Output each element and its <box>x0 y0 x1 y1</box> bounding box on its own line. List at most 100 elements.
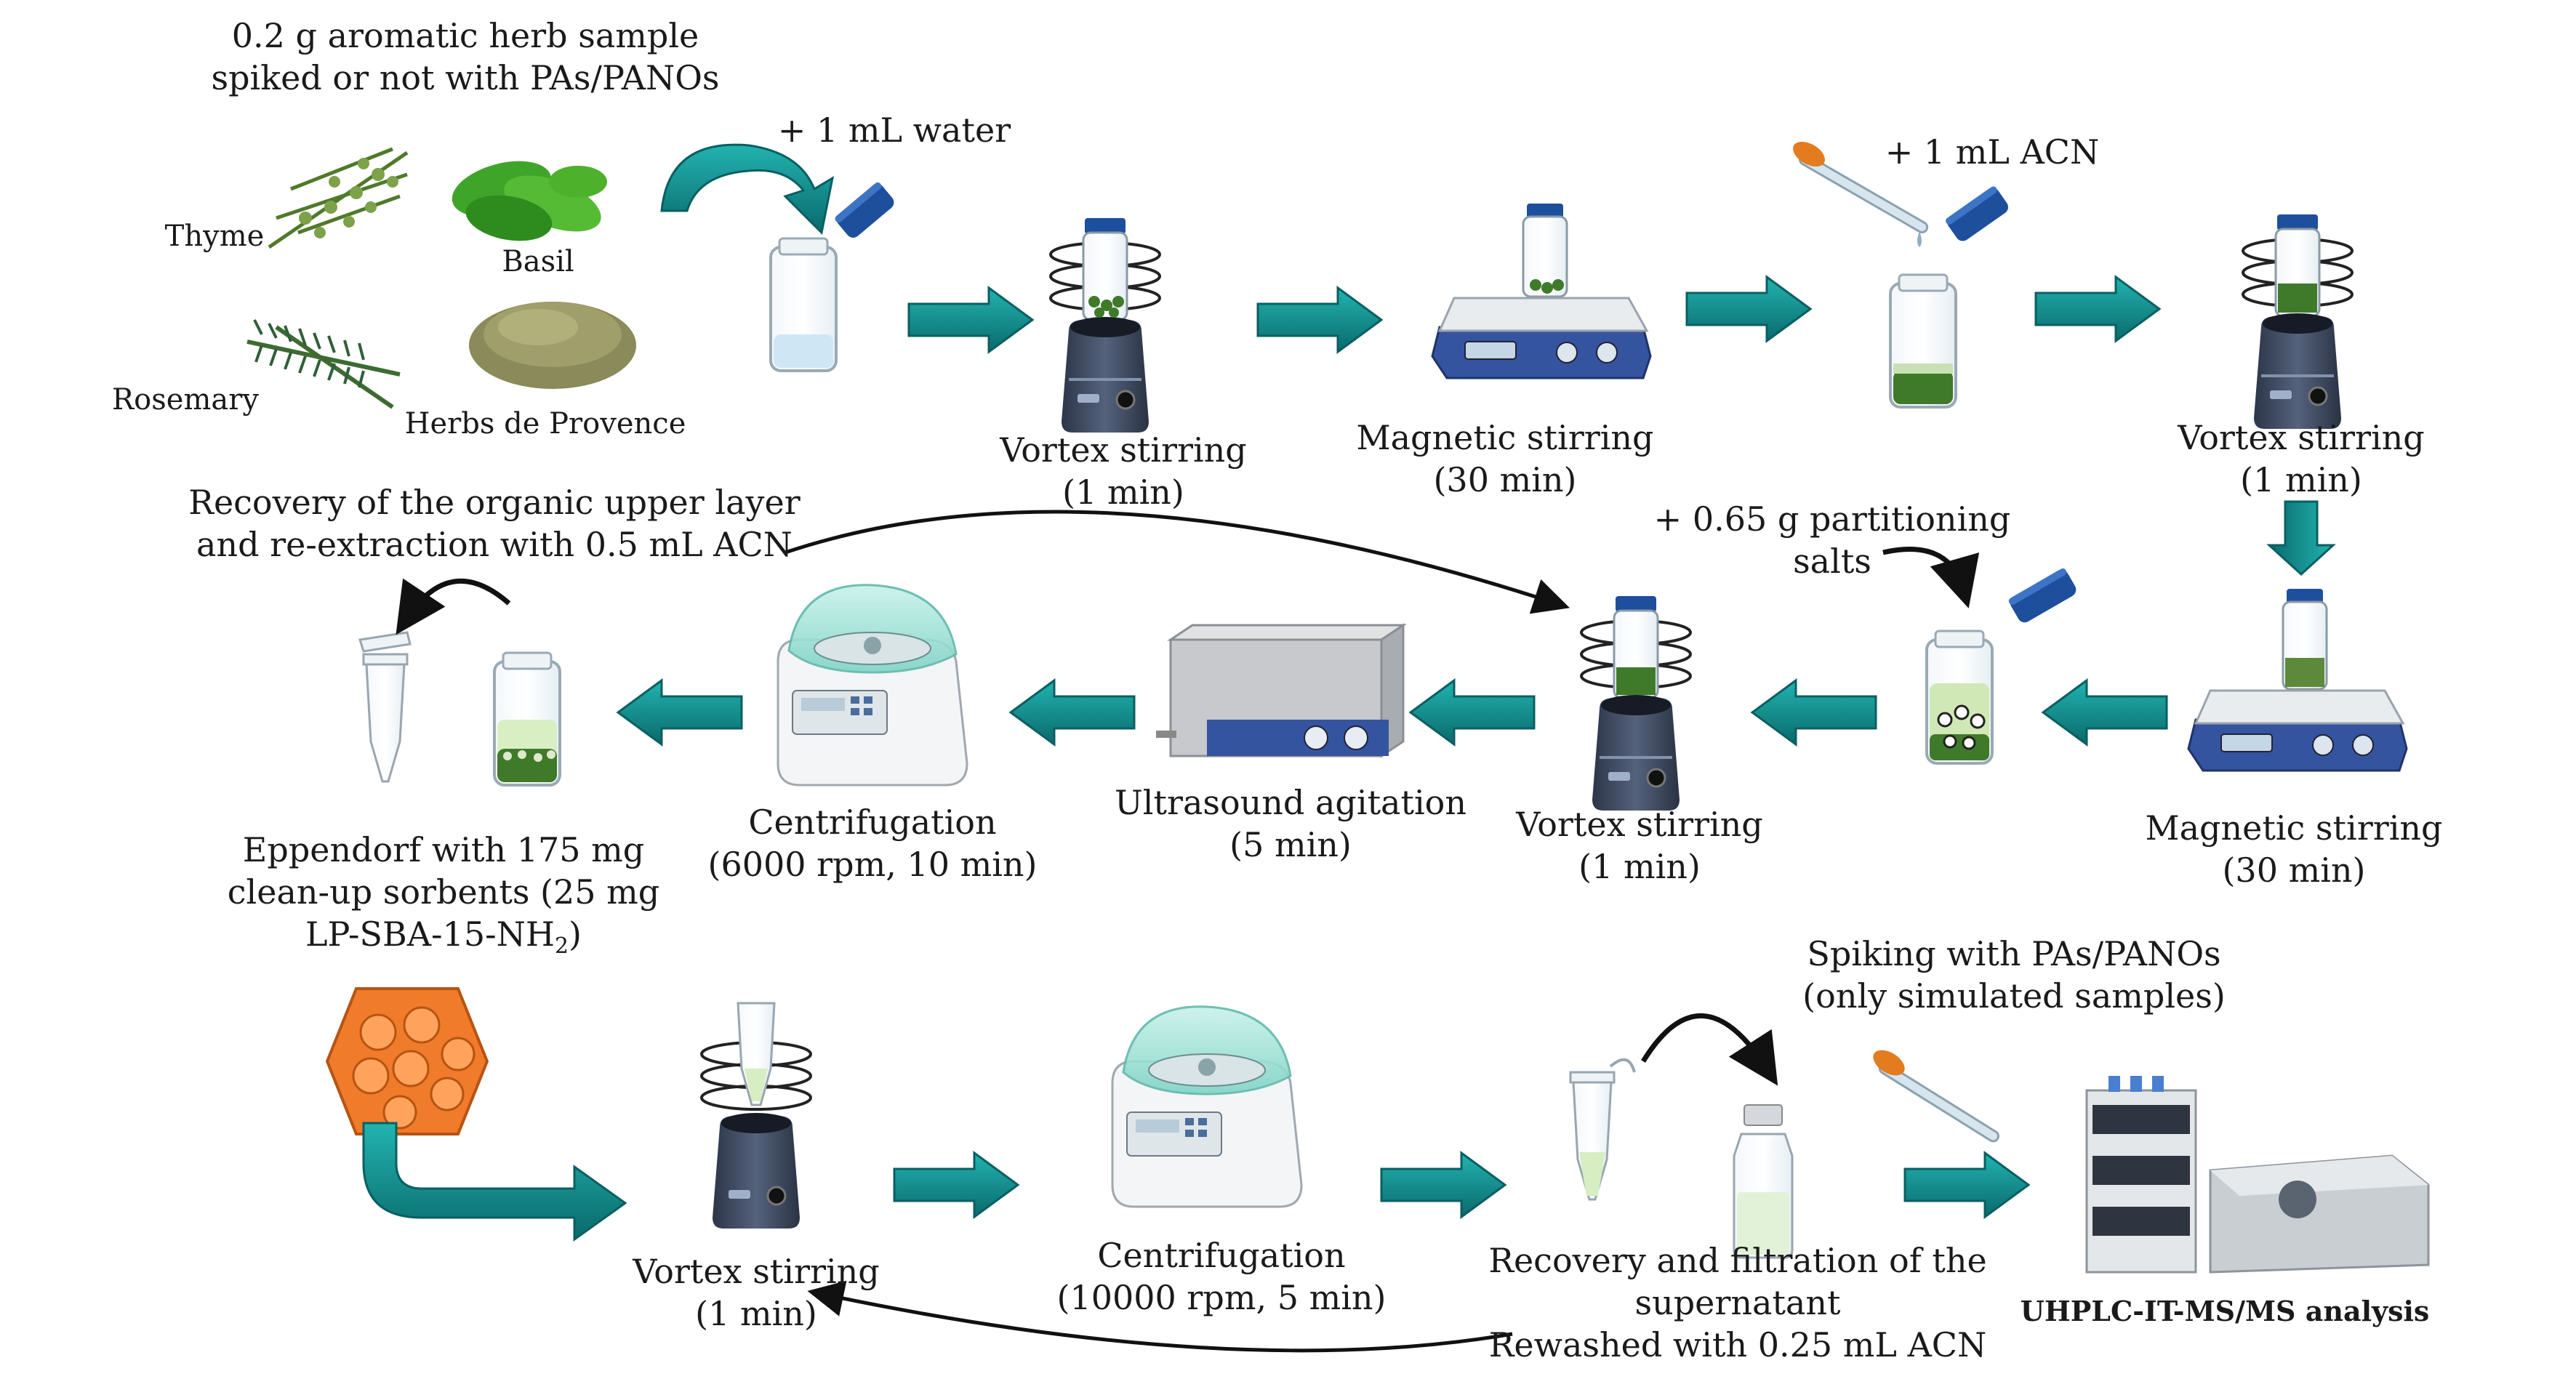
herb-label-basil: Basil <box>502 245 574 278</box>
step-filtration: Recovery and filtration of the supernata… <box>1488 1239 1986 1366</box>
cap-icon-2 <box>1946 186 2008 241</box>
vortex-mixer-2 <box>2242 213 2354 430</box>
step-recovery-line2: and re-extraction with 0.5 mL ACN <box>196 525 793 564</box>
intro-line2: spiked or not with PAs/PANOs <box>211 58 720 97</box>
rosemary-image <box>246 319 401 409</box>
step-spiking-line2: (only simulated samples) <box>1802 976 2226 1016</box>
arrow-down <box>2266 500 2336 576</box>
step-centrifugation-2-detail: (10000 rpm, 5 min) <box>1056 1278 1387 1317</box>
jar-with-acn <box>1889 273 1957 409</box>
analysis-label: UHPLC-IT-MS/MS analysis <box>2020 1295 2430 1327</box>
curved-arrow-transfer <box>396 578 511 635</box>
eppendorf-line3-sub: 2 <box>555 933 569 960</box>
vortex-mixer-4 <box>700 1002 812 1229</box>
step-centrifugation-1-title: Centrifugation <box>748 803 997 842</box>
curved-arrow-rewash <box>807 1280 1513 1353</box>
herbs-de-provence-image <box>469 302 636 389</box>
vial <box>1733 1104 1794 1259</box>
step-magnetic-2-title: Magnetic stirring <box>2145 808 2443 848</box>
arrow-step-9 <box>1009 679 1136 746</box>
step-vortex-1: Vortex stirring (1 min) <box>1000 429 1247 513</box>
eppendorf-2 <box>1569 1058 1636 1201</box>
jar-with-water <box>769 237 838 372</box>
pipette-icon <box>1793 141 1929 247</box>
curved-arrow-filtration <box>1641 1013 1778 1086</box>
step-ultrasound: Ultrasound agitation (5 min) <box>1115 781 1466 866</box>
vortex-mixer-1 <box>1049 217 1161 434</box>
arrow-step-2 <box>1256 286 1383 353</box>
step-ultrasound-detail: (5 min) <box>1229 825 1352 864</box>
step-magnetic-1-title: Magnetic stirring <box>1356 418 1654 457</box>
arrow-step-1 <box>907 286 1034 353</box>
arrow-step-4 <box>2034 276 2161 342</box>
step-vortex-3: Vortex stirring (1 min) <box>1516 803 1763 888</box>
basil-image <box>452 161 607 241</box>
step-spiking: Spiking with PAs/PANOs (only simulated s… <box>1802 933 2226 1017</box>
step-vortex-2-detail: (1 min) <box>2240 460 2362 499</box>
magnetic-stirrer-2 <box>2187 589 2408 772</box>
arrow-step-10 <box>617 679 743 746</box>
eppendorf-line3-end: ) <box>569 914 582 954</box>
step-centrifugation-1: Centrifugation (6000 rpm, 10 min) <box>708 801 1038 885</box>
step-vortex-4: Vortex stirring (1 min) <box>633 1250 880 1335</box>
step-filtration-line2: supernatant <box>1634 1283 1841 1322</box>
herb-label-thyme: Thyme <box>164 220 265 253</box>
step-centrifugation-2-title: Centrifugation <box>1097 1236 1346 1275</box>
step-centrifugation-1-detail: (6000 rpm, 10 min) <box>707 845 1038 884</box>
arrow-step-7 <box>1751 679 1877 746</box>
step-eppendorf-line2: clean-up sorbents (25 mg <box>227 872 660 912</box>
step-eppendorf: Eppendorf with 175 mg clean-up sorbents … <box>228 829 659 968</box>
step-eppendorf-line1: Eppendorf with 175 mg <box>242 830 645 869</box>
add-salts-line1: + 0.65 g partitioning <box>1653 499 2011 539</box>
add-acn-label: + 1 mL ACN <box>1885 132 2100 172</box>
curved-arrow-reextraction <box>785 510 1570 614</box>
arrow-step-3 <box>1685 276 1812 342</box>
jar-with-layers <box>493 651 561 787</box>
arrow-step-6 <box>2042 679 2168 746</box>
magnetic-stirrer-1 <box>1431 204 1652 379</box>
eppendorf-line3-text: LP-SBA-15-NH <box>305 914 555 954</box>
step-ultrasound-title: Ultrasound agitation <box>1114 783 1467 822</box>
ultrasound-bath <box>1156 623 1407 758</box>
centrifuge-2 <box>1111 1005 1303 1208</box>
thyme-image <box>268 147 409 249</box>
step-magnetic-1: Magnetic stirring (30 min) <box>1357 417 1654 501</box>
step-vortex-4-detail: (1 min) <box>695 1294 817 1333</box>
herb-label-provence: Herbs de Provence <box>404 407 686 441</box>
step-filtration-line3: Rewashed with 0.25 mL ACN <box>1488 1325 1987 1364</box>
step-filtration-line1: Recovery and filtration of the <box>1488 1241 1987 1280</box>
pipette-icon-2 <box>1873 1050 1999 1143</box>
herb-label-rosemary: Rosemary <box>112 383 259 417</box>
add-water-label: + 1 mL water <box>777 110 1011 150</box>
jar-with-salts <box>1925 630 1994 765</box>
step-spiking-line1: Spiking with PAs/PANOs <box>1807 934 2221 973</box>
step-eppendorf-line3: LP-SBA-15-NH2) <box>228 913 659 968</box>
step-magnetic-2: Magnetic stirring (30 min) <box>2146 807 2443 891</box>
step-magnetic-1-detail: (30 min) <box>1433 460 1577 499</box>
step-recovery-line1: Recovery of the organic upper layer <box>188 483 801 522</box>
arrow-step-14 <box>1903 1151 2030 1218</box>
sorbent-arrow <box>362 1122 627 1242</box>
step-vortex-2-title: Vortex stirring <box>2178 418 2425 457</box>
vortex-mixer-3 <box>1580 595 1692 812</box>
add-salts-line2: salts <box>1793 542 1871 581</box>
intro-label: 0.2 g aromatic herb sample spiked or not… <box>211 15 719 99</box>
curved-arrow-into-jar <box>660 143 835 236</box>
cap-icon-3 <box>2008 568 2077 623</box>
eppendorf-1 <box>358 631 412 783</box>
add-salts-label: + 0.65 g partitioning salts <box>1654 498 2011 582</box>
step-vortex-3-title: Vortex stirring <box>1516 805 1763 844</box>
sorbent-hexagon <box>325 987 489 1135</box>
step-vortex-3-detail: (1 min) <box>1578 847 1701 886</box>
step-magnetic-2-detail: (30 min) <box>2222 851 2366 890</box>
arrow-step-12 <box>893 1151 1019 1218</box>
step-centrifugation-2: Centrifugation (10000 rpm, 5 min) <box>1057 1234 1387 1319</box>
intro-line1: 0.2 g aromatic herb sample <box>231 16 699 55</box>
step-vortex-1-title: Vortex stirring <box>1000 430 1247 470</box>
arrow-step-8 <box>1409 679 1536 746</box>
arrow-step-13 <box>1380 1151 1506 1218</box>
cap-icon <box>835 182 894 238</box>
centrifuge-1 <box>777 584 968 787</box>
curved-arrow-salts <box>1882 547 1980 608</box>
